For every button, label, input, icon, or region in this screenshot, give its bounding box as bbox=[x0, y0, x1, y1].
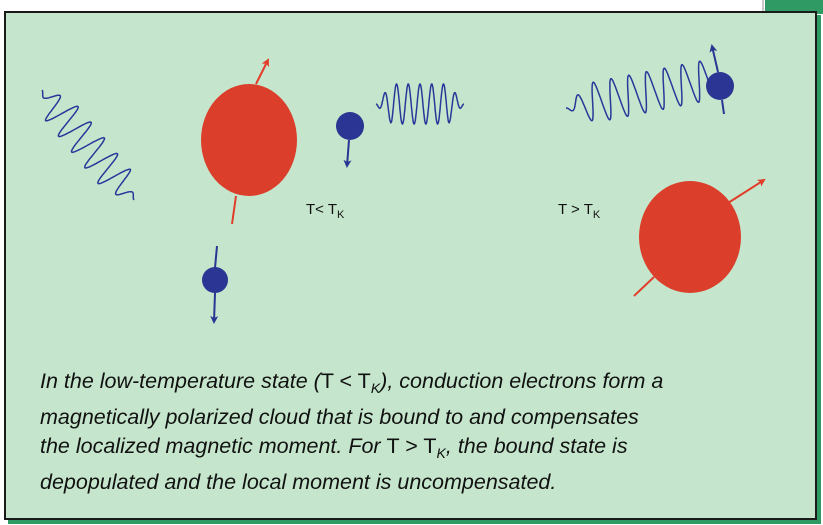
caption-line-2: magnetically polarized cloud that is bou… bbox=[40, 405, 639, 429]
electron-spin-tail-bottom bbox=[214, 245, 218, 269]
local-moment-cloud-right bbox=[639, 181, 741, 293]
electron-right bbox=[706, 72, 734, 100]
electron-spin-tail-right bbox=[721, 99, 725, 115]
label-low-temperature: T< TK bbox=[306, 201, 345, 221]
local-moment-arrow-left bbox=[255, 58, 269, 85]
electron-center bbox=[336, 112, 364, 140]
page-divider bbox=[762, 0, 764, 14]
conduction-electron-wave-right bbox=[566, 60, 709, 122]
conduction-electron-wave-center bbox=[375, 82, 465, 126]
electron-bottom bbox=[202, 267, 228, 293]
local-moment-arrow-right bbox=[727, 178, 766, 204]
label-high-temperature: T > TK bbox=[558, 201, 601, 221]
local-moment-arrow-tail-left bbox=[231, 195, 237, 225]
electron-spin-arrow-bottom bbox=[210, 292, 219, 324]
accent-tab bbox=[765, 0, 823, 14]
caption-line-4: depopulated and the local moment is unco… bbox=[40, 470, 557, 494]
electron-spin-arrow-right bbox=[709, 44, 719, 73]
conduction-electron-wave-left bbox=[41, 89, 135, 201]
local-moment-arrow-tail-right bbox=[633, 276, 655, 297]
local-moment-cloud-left bbox=[201, 84, 297, 196]
figure-caption: In the low-temperature state (T < TK), c… bbox=[40, 367, 760, 497]
caption-line-3: the localized magnetic moment. For T > T… bbox=[40, 434, 628, 461]
caption-line-1: In the low-temperature state (T < TK), c… bbox=[40, 369, 664, 396]
electron-spin-arrow-center bbox=[343, 139, 352, 168]
